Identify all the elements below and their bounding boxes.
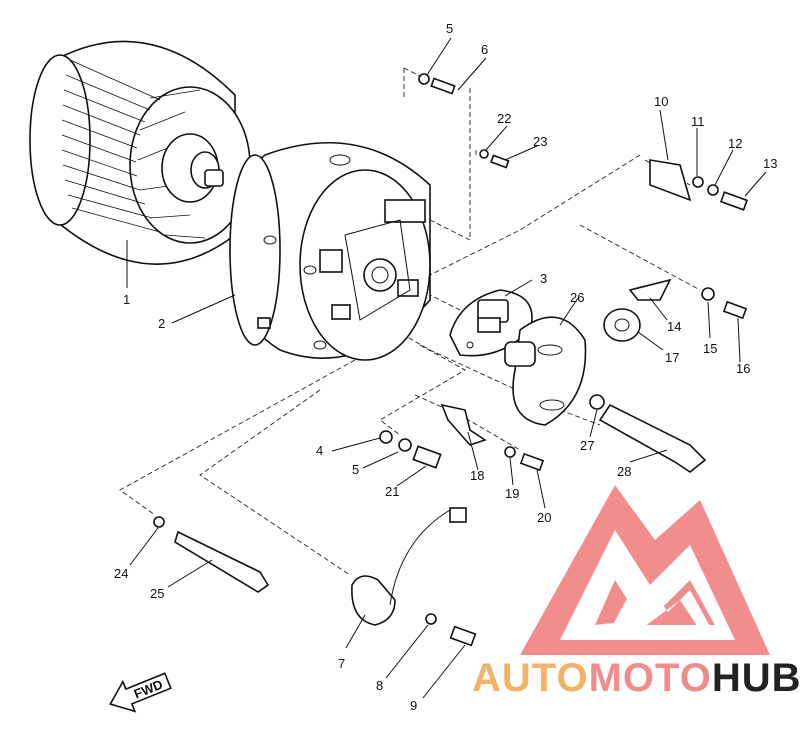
callout-4: 4 [316,443,323,458]
callout-23: 23 [533,134,547,149]
callout-28: 28 [617,464,631,479]
callout-numbers: 1234556789101112131415161718192021222324… [114,21,777,713]
callout-25: 25 [150,586,164,601]
hardware [153,73,749,647]
callout-26: 26 [570,290,584,305]
callout-6: 6 [481,42,488,57]
fwd-arrow: FWD [109,672,172,713]
callout-7: 7 [338,656,345,671]
watermark-text: AUTOMOTOHUB [472,656,800,701]
callout-19: 19 [505,486,519,501]
rotor-flywheel [29,40,251,265]
watermark-part-moto: MOTO [588,656,712,700]
contact-breaker [449,289,533,357]
watermark-logo [520,485,770,655]
callout-2: 2 [158,316,165,331]
callout-13: 13 [763,156,777,171]
callout-14: 14 [667,319,681,334]
callout-10: 10 [654,94,668,109]
callout-27: 27 [580,438,594,453]
stator-housing [229,141,431,361]
callout-5: 5 [352,462,359,477]
callout-8: 8 [376,678,383,693]
callout-1: 1 [123,292,130,307]
watermark-part-hub: HUB [711,656,800,700]
callout-18: 18 [470,468,484,483]
callout-5: 5 [446,21,453,36]
callout-12: 12 [728,136,742,151]
callout-21: 21 [385,484,399,499]
callout-17: 17 [665,350,679,365]
callout-22: 22 [497,111,511,126]
callout-11: 11 [691,114,705,129]
callout-20: 20 [537,510,551,525]
callout-9: 9 [410,698,417,713]
watermark-part-auto: AUTO [472,656,589,700]
callout-3: 3 [540,271,547,286]
callout-16: 16 [736,361,750,376]
callout-15: 15 [703,341,717,356]
callout-24: 24 [114,566,128,581]
breaker-plate [504,316,587,426]
leader-lines [126,37,767,699]
